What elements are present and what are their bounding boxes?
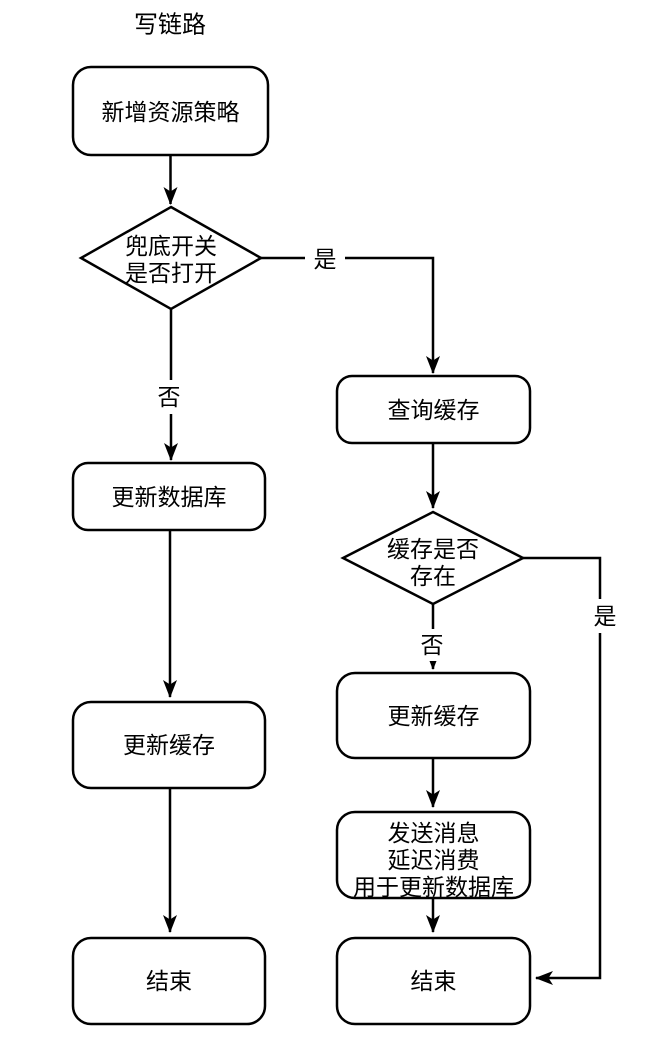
node-update-cache-left-label: 更新缓存 <box>123 732 215 758</box>
edge-label-cache-no: 否 <box>421 632 444 658</box>
edge-label-bg-cache-no <box>413 629 451 661</box>
node-cache-exists-decision-line1: 缓存是否 <box>387 536 479 562</box>
node-send-message-line2: 延迟消费 <box>388 847 480 873</box>
node-send-message-shape <box>335 810 532 900</box>
node-query-cache: 查询缓存 <box>335 374 532 445</box>
node-update-db-label: 更新数据库 <box>112 484 227 510</box>
node-switch-decision-line2: 是否打开 <box>125 260 217 286</box>
node-query-cache-shape <box>335 374 532 445</box>
edge-label-bg-cache-yes <box>586 599 624 633</box>
node-query-cache-label: 查询缓存 <box>388 397 480 423</box>
node-update-cache-left: 更新缓存 <box>71 700 267 790</box>
edge-cache-yes-to-end-right <box>523 556 602 985</box>
node-cache-exists-decision: 缓存是否 存在 <box>340 510 526 606</box>
node-cache-exists-decision-shape <box>340 510 526 606</box>
node-update-cache-right-label: 更新缓存 <box>388 703 480 729</box>
node-update-cache-right-shape <box>335 671 532 760</box>
node-update-db-shape <box>71 461 267 532</box>
node-end-left-shape <box>71 936 267 1026</box>
node-switch-decision: 兜底开关 是否打开 <box>78 205 264 311</box>
edge-switch-yes-to-query-cache <box>261 256 440 374</box>
node-start-shape <box>71 65 270 157</box>
node-start: 新增资源策略 <box>71 65 270 157</box>
diagram-title: 写链路 <box>134 12 206 39</box>
node-switch-decision-line1: 兜底开关 <box>125 233 217 259</box>
node-update-db: 更新数据库 <box>71 461 267 532</box>
node-cache-exists-decision-line2: 存在 <box>410 563 456 589</box>
node-send-message-line3: 用于更新数据库 <box>353 874 514 900</box>
node-update-cache-right: 更新缓存 <box>335 671 532 760</box>
node-end-right-label: 结束 <box>411 968 457 994</box>
node-end-left-label: 结束 <box>146 968 192 994</box>
node-switch-decision-shape <box>78 205 264 311</box>
node-start-label: 新增资源策略 <box>102 99 240 125</box>
node-end-right: 结束 <box>335 936 532 1026</box>
node-send-message-line1: 发送消息 <box>388 820 480 846</box>
edge-label-switch-yes: 是 <box>314 246 337 272</box>
node-end-left: 结束 <box>71 936 267 1026</box>
node-update-cache-left-shape <box>71 700 267 790</box>
node-send-message: 发送消息 延迟消费 用于更新数据库 <box>335 810 532 900</box>
edge-label-bg-switch-yes <box>305 243 345 274</box>
edge-label-bg-switch-no <box>150 380 188 414</box>
edge-label-switch-no: 否 <box>158 384 181 410</box>
node-end-right-shape <box>335 936 532 1026</box>
edge-label-cache-yes: 是 <box>594 603 617 629</box>
